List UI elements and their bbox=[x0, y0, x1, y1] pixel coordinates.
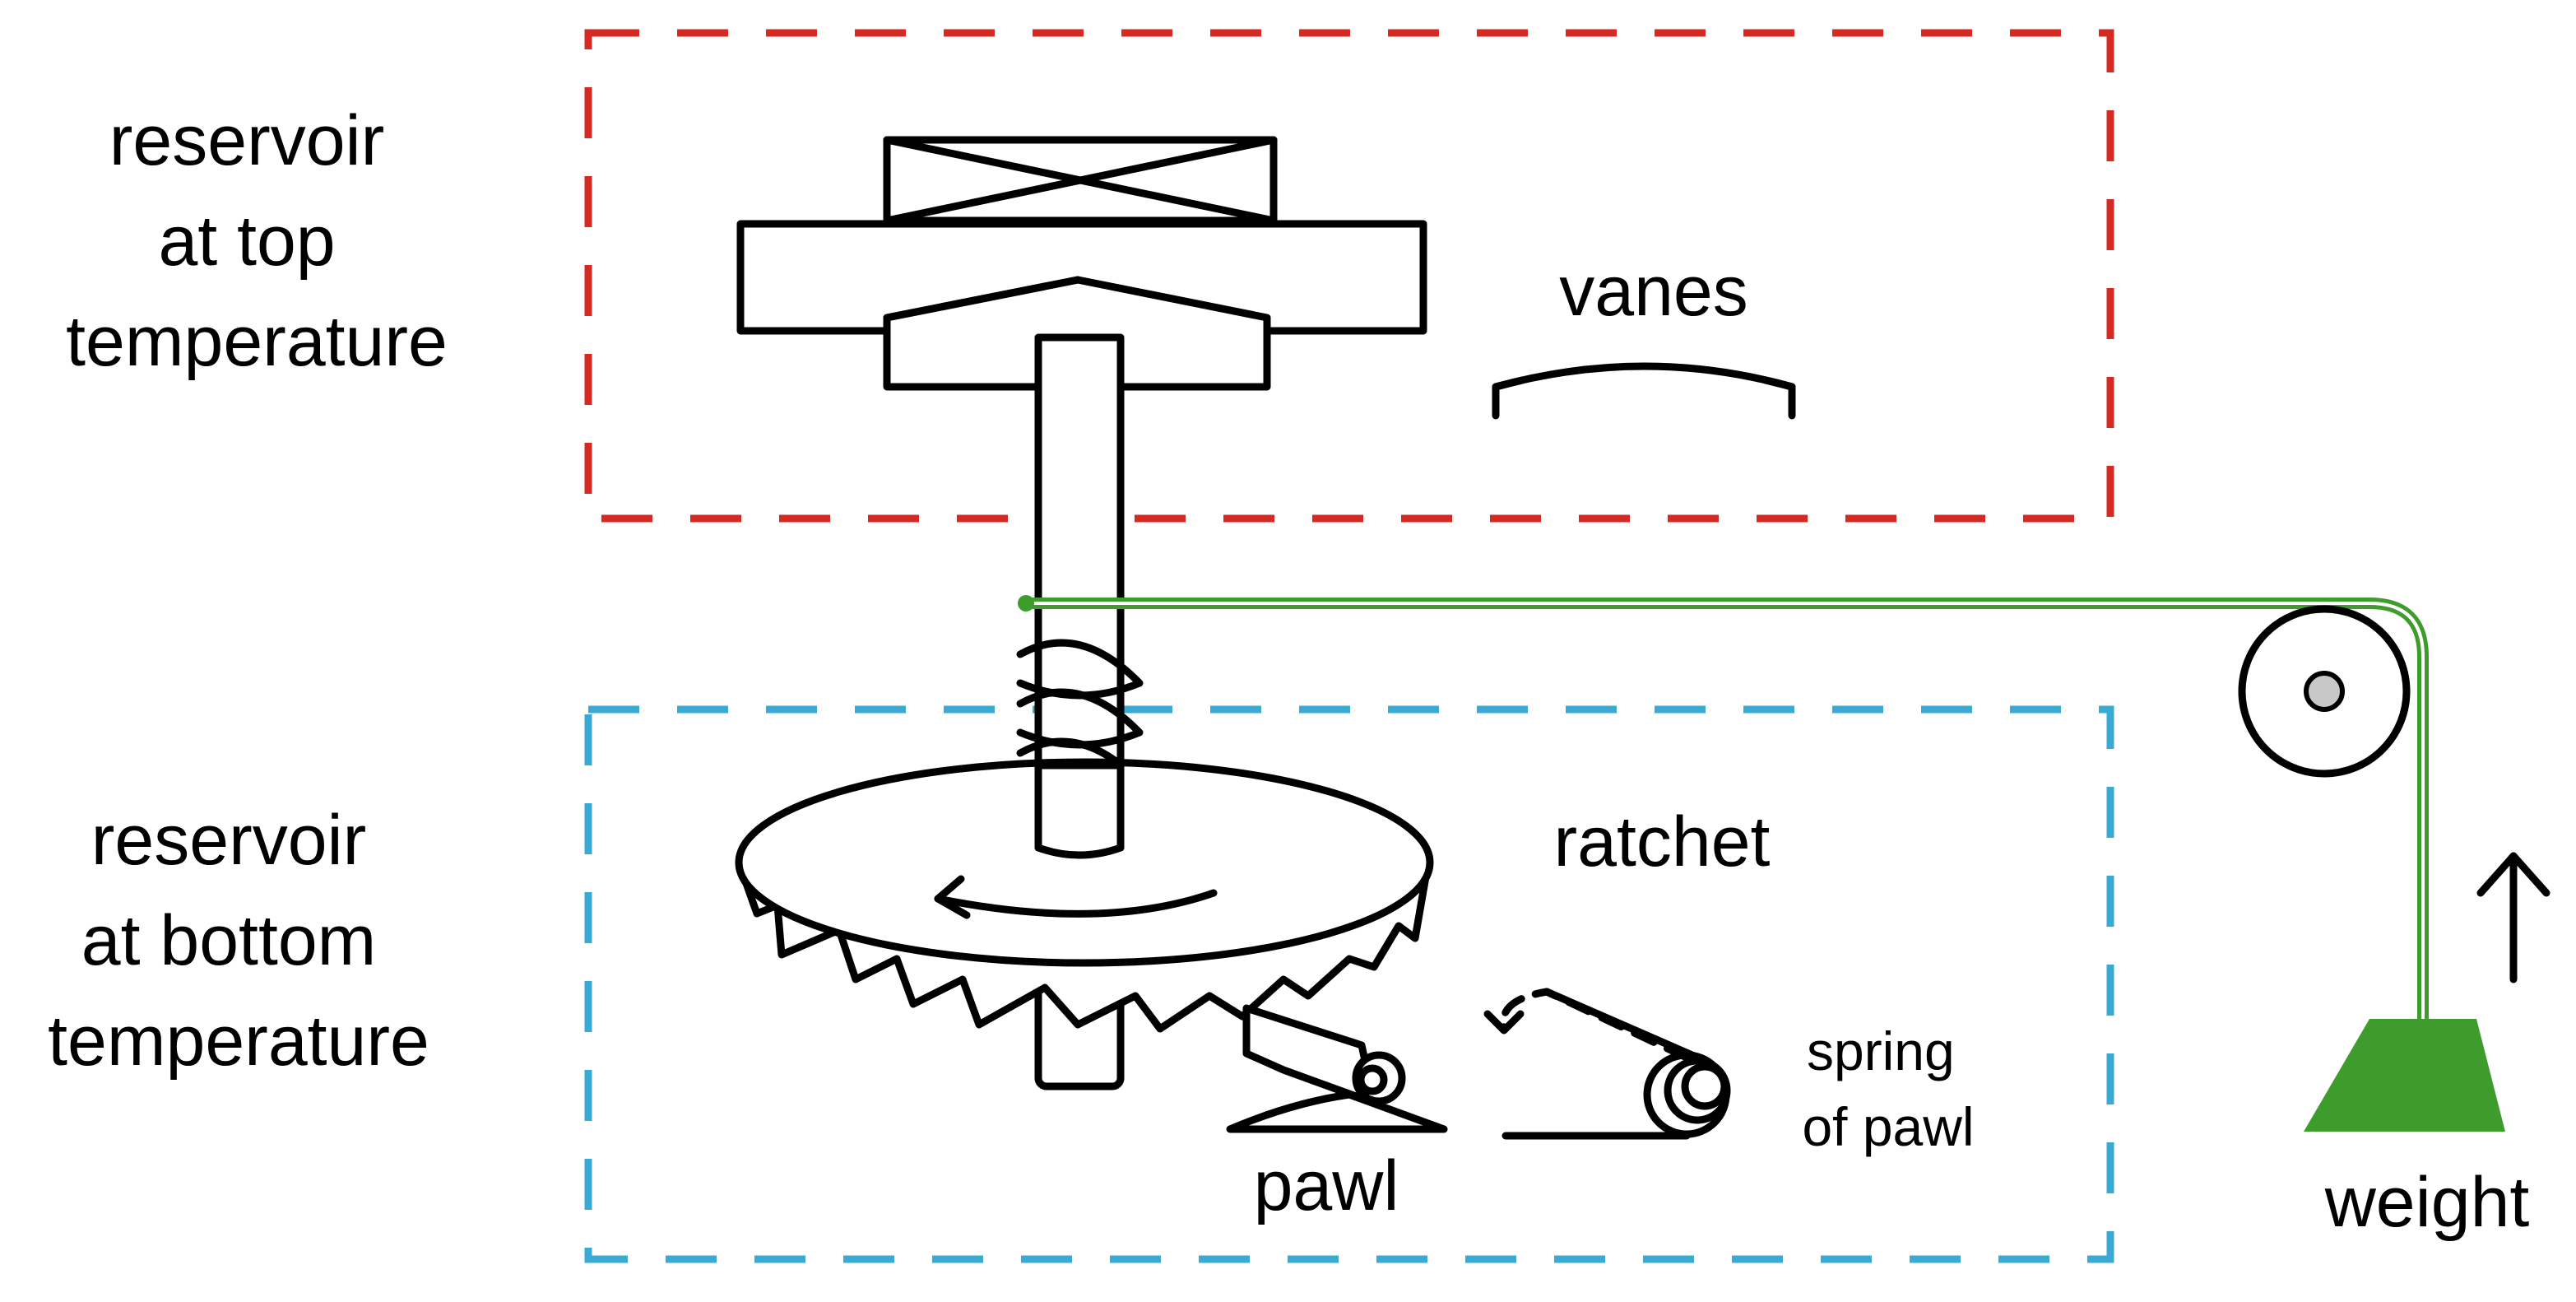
pulley bbox=[2238, 605, 2411, 778]
spring-motion-dashed-arrow bbox=[1499, 988, 1691, 1062]
pawl-label: pawl bbox=[1254, 1146, 1399, 1225]
top-reservoir-box bbox=[584, 29, 2114, 523]
shaft-through-disk bbox=[1034, 761, 1125, 859]
spring-arrowhead bbox=[1483, 1010, 1525, 1035]
bottom-reservoir-label: reservoir at bottom temperature bbox=[48, 801, 429, 1081]
spring-label: spring of pawl bbox=[1802, 1021, 1974, 1157]
vanes bbox=[736, 136, 1427, 391]
vane-bowtie-x bbox=[883, 136, 1278, 225]
ratchet-label: ratchet bbox=[1554, 802, 1771, 881]
bottom-reservoir-box bbox=[584, 705, 2114, 1263]
vanes-label: vanes bbox=[1559, 252, 1748, 331]
rope-end bbox=[1018, 595, 1034, 611]
pawl bbox=[1226, 1004, 1448, 1133]
rope-highlight bbox=[1020, 602, 2425, 1029]
vanes-rotation-arrow bbox=[1492, 362, 1796, 420]
vane-lower-crease bbox=[883, 276, 1082, 322]
ratchet-rotation-arrow bbox=[934, 889, 1218, 918]
ratchet-wheel bbox=[735, 758, 1434, 1033]
up-arrow-icon bbox=[2476, 852, 2550, 983]
weight-label: weight bbox=[2324, 1163, 2530, 1242]
weight-block bbox=[2304, 1019, 2505, 1132]
ratchet-arrowhead bbox=[934, 875, 971, 919]
pawl-base bbox=[1226, 1090, 1448, 1133]
pawl-arm bbox=[1242, 1004, 1378, 1107]
top-reservoir-label: reservoir at top temperature bbox=[66, 101, 448, 381]
pawl-pivot-pin bbox=[1357, 1064, 1388, 1095]
spring-of-pawl bbox=[1483, 988, 1731, 1140]
